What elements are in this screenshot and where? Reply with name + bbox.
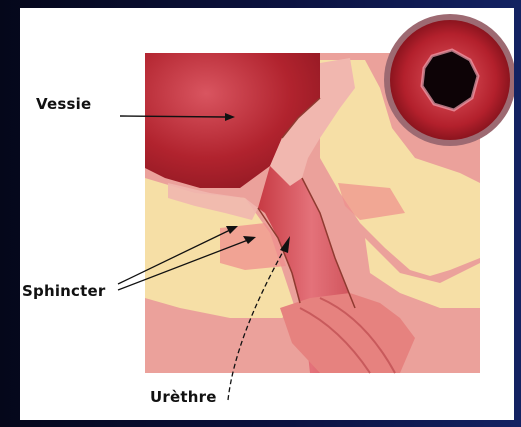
label-sphincter: Sphincter xyxy=(22,282,105,300)
bladder-sphincter-illustration xyxy=(20,8,514,420)
vessie-arrow xyxy=(120,116,225,117)
label-urethre: Urèthre xyxy=(150,388,217,406)
label-vessie: Vessie xyxy=(36,95,91,113)
